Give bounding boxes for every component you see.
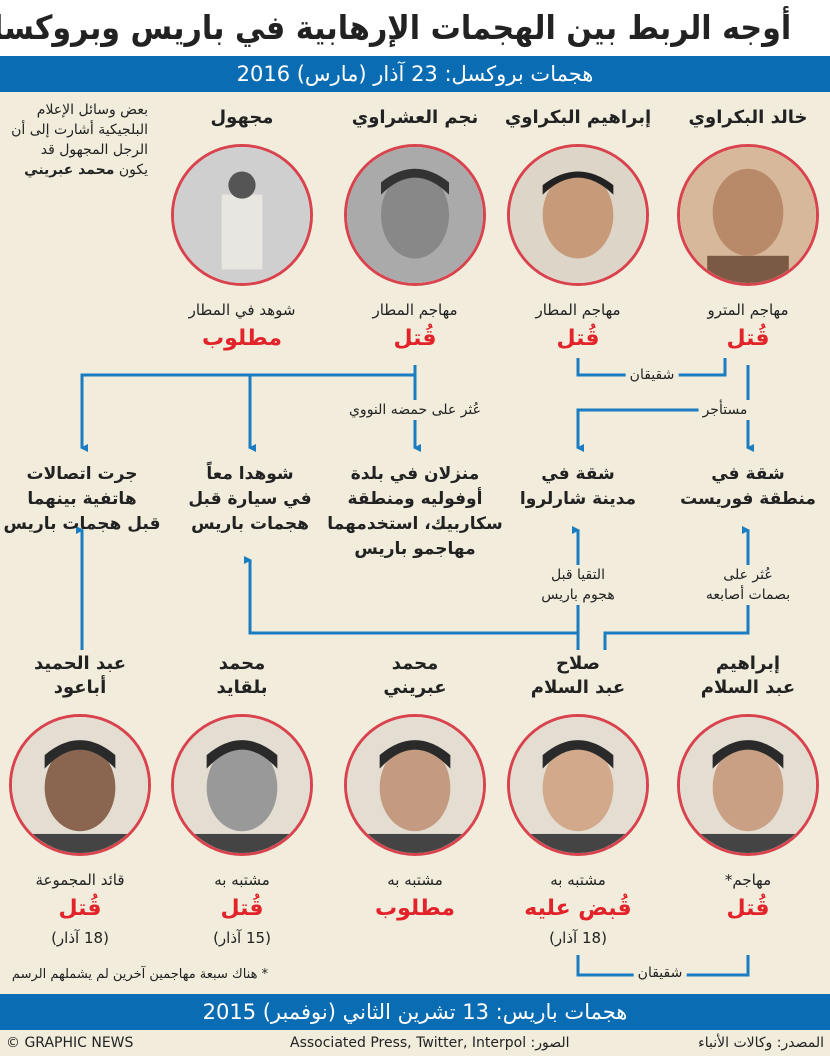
box-line: هجمات باريس xyxy=(191,514,309,534)
box-line: جرت اتصالات xyxy=(26,464,138,484)
person-date: (15 آذار) xyxy=(213,929,271,947)
person-name: نجم العشراوي xyxy=(351,107,479,128)
person-status: قُتل xyxy=(220,896,264,921)
person-role: مهاجم المطار xyxy=(535,301,621,319)
name-line: عبد السلام xyxy=(530,677,626,698)
brothers-bottom-label: شقيقان xyxy=(633,963,687,983)
person-photo xyxy=(9,714,151,856)
note-text: بعض وسائل الإعلام البلجيكية أشارت إلى أن… xyxy=(11,102,148,178)
brussels-band: هجمات بروكسل: 23 آذار (مارس) 2016 xyxy=(0,56,830,92)
person-name: خالد البكراوي xyxy=(688,107,808,128)
connector xyxy=(244,556,578,635)
box-line: منزلان في بلدة xyxy=(350,464,480,484)
person-status: قُتل xyxy=(393,326,437,351)
person-photo xyxy=(171,714,313,856)
box-line: أوفوليه ومنطقة xyxy=(347,489,483,509)
box-line: سكاربيك، استخدمهما xyxy=(327,514,503,534)
person-name: مجهول xyxy=(210,107,274,128)
person-status: مطلوب xyxy=(375,896,455,921)
person-role: مشتبه به xyxy=(387,871,443,889)
name-line: إبراهيم xyxy=(715,653,781,674)
prints-label: عُثر على بصمات أصابعه xyxy=(701,565,795,605)
box-line: مهاجمو باريس xyxy=(354,539,476,559)
box-line: في سيارة قبل xyxy=(188,489,312,509)
person-status: مطلوب xyxy=(202,326,282,351)
person-status: قُتل xyxy=(726,896,770,921)
name-line: عبد السلام xyxy=(700,677,796,698)
infographic-title: أوجه الربط بين الهجمات الإرهابية في باري… xyxy=(0,8,792,47)
person-name: إبراهيم البكراوي xyxy=(504,107,652,128)
person-role: مهاجم المطار xyxy=(372,301,458,319)
person-photo xyxy=(344,144,486,286)
person-status: قُبض عليه xyxy=(524,896,632,921)
met-label: التقيا قبل هجوم باريس xyxy=(537,565,619,605)
note-bold: محمد عبريني xyxy=(24,162,115,178)
person-role: مشتبه به xyxy=(550,871,606,889)
person-name: محمد عبريني xyxy=(383,652,446,700)
person-name: عبد الحميد أباعود xyxy=(34,652,126,700)
person-role: مهاجم المترو xyxy=(707,301,789,319)
name-line: محمد xyxy=(391,653,439,674)
unknown-man-note: بعض وسائل الإعلام البلجيكية أشارت إلى أن… xyxy=(8,100,148,180)
name-line: بلقايد xyxy=(216,677,268,698)
person-role: شوهد في المطار xyxy=(188,301,296,319)
label-line: عُثر على xyxy=(723,567,773,583)
name-line: أباعود xyxy=(53,677,107,698)
label-line: التقيا قبل xyxy=(551,567,605,583)
charleroi-apartment: شقة في مدينة شارلروا xyxy=(520,462,636,512)
person-status: قُتل xyxy=(556,326,600,351)
forest-apartment: شقة في منطقة فوريست xyxy=(680,462,816,512)
person-name: إبراهيم عبد السلام xyxy=(701,652,795,700)
connector xyxy=(576,365,750,452)
label-line: بصمات أصابعه xyxy=(705,587,791,603)
box-line: هاتفية بينهما xyxy=(27,489,137,509)
credit: © GRAPHIC NEWS xyxy=(6,1035,134,1051)
person-photo xyxy=(171,144,313,286)
label-line: هجوم باريس xyxy=(541,587,615,603)
person-date: (18 آذار) xyxy=(51,929,109,947)
name-line: محمد xyxy=(218,653,266,674)
person-photo xyxy=(507,714,649,856)
person-photo xyxy=(677,714,819,856)
person-photo xyxy=(677,144,819,286)
person-photo xyxy=(507,144,649,286)
person-role: مهاجم* xyxy=(724,871,772,889)
person-role: قائد المجموعة xyxy=(35,871,125,889)
dna-label: عُثر على حمضه النووي xyxy=(344,400,486,420)
name-line: عبريني xyxy=(383,677,447,698)
box-line: منطقة فوريست xyxy=(680,489,816,509)
person-status: قُتل xyxy=(58,896,102,921)
person-name: صلاح عبد السلام xyxy=(531,652,625,700)
source: المصدر: وكالات الأنباء xyxy=(698,1035,824,1051)
name-line: صلاح xyxy=(555,653,601,674)
box-line: شوهدا معاً xyxy=(206,464,294,484)
box-line: شقة في xyxy=(541,464,615,484)
person-photo xyxy=(344,714,486,856)
calls-box: جرت اتصالات هاتفية بينهما قبل هجمات باريس xyxy=(4,462,161,537)
footnote: * هناك سبعة مهاجمين آخرين لم يشملهم الرس… xyxy=(11,967,269,982)
person-role: مشتبه به xyxy=(214,871,270,889)
box-line: شقة في xyxy=(711,464,785,484)
person-date: (18 آذار) xyxy=(549,929,607,947)
renter-label: مستأجر xyxy=(698,400,752,420)
brothers-label: شقيقان xyxy=(625,365,679,385)
car-box: شوهدا معاً في سيارة قبل هجمات باريس xyxy=(188,462,311,537)
person-name: محمد بلقايد xyxy=(217,652,268,700)
box-line: قبل هجمات باريس xyxy=(3,514,161,534)
photo-credits: الصور: Associated Press, Twitter, Interp… xyxy=(290,1035,570,1051)
infographic-title-bar: أوجه الربط بين الهجمات الإرهابية في باري… xyxy=(0,0,830,56)
houses-box: منزلان في بلدة أوفوليه ومنطقة سكاربيك، است… xyxy=(327,462,502,562)
name-line: عبد الحميد xyxy=(33,653,127,674)
paris-band: هجمات باريس: 13 تشرين الثاني (نوفمبر) 20… xyxy=(0,994,830,1030)
person-status: قُتل xyxy=(726,326,770,351)
box-line: مدينة شارلروا xyxy=(519,489,637,509)
